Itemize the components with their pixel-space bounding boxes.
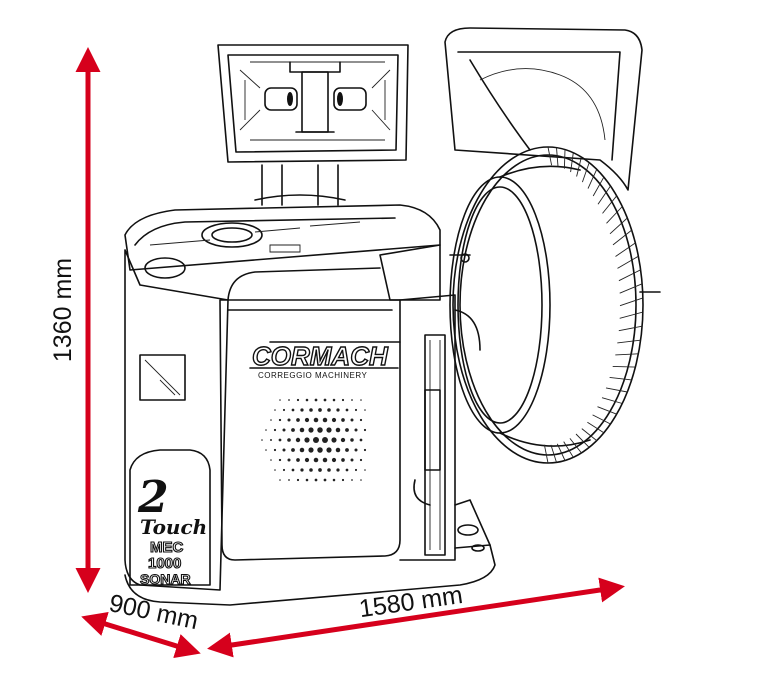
balancer-shaft [449, 253, 661, 293]
model-line-1: MEC [150, 539, 184, 556]
tyre-tread [543, 146, 644, 464]
brand-subtitle: CORREGGIO MACHINERY [258, 371, 368, 380]
width-arrow [207, 577, 625, 658]
wheel-guard [444, 27, 643, 191]
model-line-3: SONAR [140, 571, 191, 587]
height-label: 1360 mm [49, 258, 77, 362]
wheel [449, 146, 644, 464]
depth-arrow [81, 611, 201, 659]
brand-name: CORMACH [252, 341, 389, 371]
model-badge: 2 Touch MEC 1000 SONAR [129, 449, 211, 588]
monitor [217, 44, 409, 163]
brand-logo: CORMACH CORREGGIO MACHINERY [249, 340, 401, 380]
badge-number: 2 [137, 472, 169, 523]
machine-illustration: 2 Touch MEC 1000 SONAR CORMACH CORREGGIO… [124, 27, 661, 606]
monitor-stand [254, 164, 346, 206]
badge-script: Touch [140, 515, 207, 539]
cabinet [124, 249, 496, 606]
model-line-2: 1000 [148, 555, 181, 572]
top-tray [124, 204, 441, 301]
halftone-dots [261, 398, 367, 482]
